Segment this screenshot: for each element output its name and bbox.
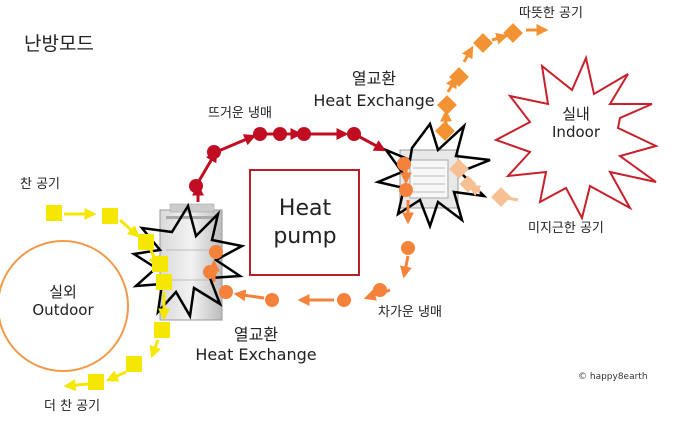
lukewarm-air-flow bbox=[449, 159, 519, 207]
copyright-text: © happy8earth bbox=[578, 372, 648, 382]
exchange-bottom-ko: 열교환 bbox=[233, 325, 279, 344]
lukewarm-air-label: 미지근한 공기 bbox=[528, 221, 604, 236]
page-title: 난방모드 bbox=[24, 33, 94, 55]
indoor-burst bbox=[373, 121, 491, 230]
cold-air-flow bbox=[46, 205, 172, 392]
heatpump-label-line2: pump bbox=[273, 224, 337, 249]
hot-refrigerant-label: 뜨거운 냉매 bbox=[208, 106, 272, 121]
hot-refrigerant-flow bbox=[189, 127, 387, 202]
warm-air-label: 따뜻한 공기 bbox=[519, 6, 583, 21]
outdoor-burst bbox=[130, 202, 246, 320]
cold-air-label: 찬 공기 bbox=[20, 177, 61, 192]
outdoor-circle bbox=[0, 240, 129, 372]
heatpump-label-line1: Heat bbox=[278, 196, 332, 221]
colder-air-label: 더 찬 공기 bbox=[44, 399, 101, 414]
cold-refrigerant-flow bbox=[203, 157, 415, 307]
indoor-label-en: Indoor bbox=[552, 123, 600, 141]
indoor-label-ko: 실내 bbox=[562, 105, 590, 123]
exchange-top-en: Heat Exchange bbox=[313, 91, 435, 110]
indoor-unit-icon bbox=[399, 149, 459, 209]
heatpump-box bbox=[249, 169, 360, 276]
outdoor-label-en: Outdoor bbox=[32, 301, 94, 319]
cold-refrigerant-label: 차가운 냉매 bbox=[378, 305, 442, 320]
exchange-bottom-en: Heat Exchange bbox=[195, 345, 317, 364]
exchange-top-ko: 열교환 bbox=[351, 69, 397, 88]
warm-air-flow bbox=[435, 23, 549, 141]
outdoor-label-ko: 실외 bbox=[49, 283, 77, 301]
indoor-starburst bbox=[493, 54, 659, 221]
